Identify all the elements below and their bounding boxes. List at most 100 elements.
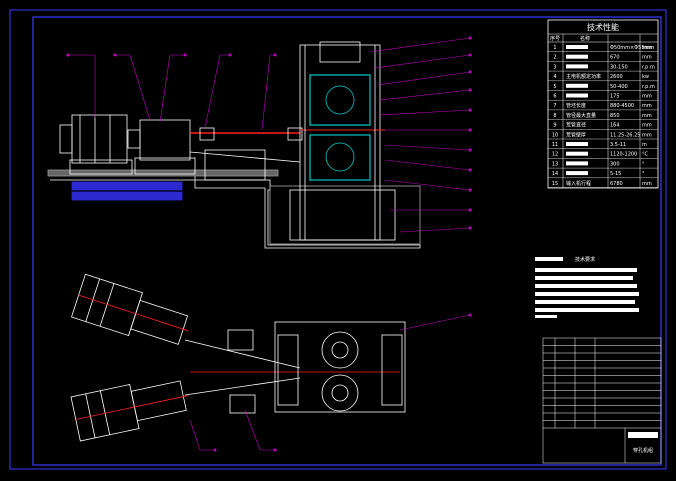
- plan-mill-body: [274, 321, 406, 413]
- spec-row-unit: mm: [642, 113, 652, 119]
- redacted-text: [566, 45, 588, 49]
- spec-row-unit: mm: [642, 45, 652, 51]
- spec-row-name: 荒管直径: [566, 122, 586, 129]
- plan-side-guide-left: [277, 334, 299, 406]
- spec-row-no: 9: [553, 123, 556, 129]
- spec-row-no: 2: [553, 55, 556, 61]
- part-balloon: [273, 53, 277, 57]
- part-balloon: [468, 208, 472, 212]
- title-block: 穿孔机组: [542, 337, 662, 464]
- outer-border: [9, 9, 667, 470]
- elevation-leaders: [68, 37, 471, 233]
- spec-row-value: 6780: [610, 181, 623, 187]
- inner-border: [32, 16, 662, 466]
- lower-roll-chock: [309, 134, 371, 181]
- spec-row-name: 管坯长度: [566, 102, 586, 109]
- spec-row-value: Φ50mm×Φ55mm: [610, 45, 654, 51]
- spec-row-unit: mm: [642, 181, 652, 187]
- spec-row-value: 850: [610, 113, 620, 119]
- coupling-1: [127, 129, 141, 149]
- mill-top: [319, 41, 361, 63]
- part-balloon: [468, 53, 472, 57]
- plan-side-guide-right: [381, 334, 403, 406]
- universal-joint-2: [287, 127, 303, 141]
- gearbox-base: [134, 157, 196, 175]
- spec-row-no: 15: [552, 181, 558, 187]
- part-balloon: [468, 226, 472, 230]
- spec-row-no: 10: [552, 132, 558, 138]
- spec-header-name: 名称: [580, 35, 590, 42]
- plan-spindle-lower: [184, 377, 301, 396]
- mill-stand: [299, 44, 381, 241]
- spec-row-no: 3: [553, 64, 556, 70]
- redacted-text: [566, 54, 588, 59]
- foundation-hatch: [47, 169, 279, 177]
- spec-row-unit: mm: [642, 103, 652, 109]
- spec-row-no: 6: [553, 94, 556, 100]
- spec-row-unit: °: [642, 161, 645, 167]
- spec-row-value: 5-15: [610, 171, 621, 177]
- plan-hydraulic: [227, 329, 254, 351]
- part-balloon: [468, 148, 472, 152]
- spec-row-value: 175: [610, 94, 620, 100]
- part-balloon: [213, 448, 217, 452]
- elevation-view: [47, 41, 421, 249]
- part-balloon: [468, 313, 472, 317]
- spec-row-value: 3.5-11: [610, 142, 626, 148]
- spec-row-unit: mm: [642, 132, 652, 138]
- spec-row-value: 50-400: [610, 84, 628, 90]
- drawing-name: 穿孔机组: [633, 447, 653, 454]
- spec-row-value: 1120-1200: [610, 152, 637, 158]
- plan-roll-lower: [321, 374, 359, 412]
- spec-row-unit: mm: [642, 94, 652, 100]
- redacted-text: [566, 93, 588, 98]
- redacted-text: [566, 64, 588, 69]
- universal-joint-1: [199, 127, 215, 141]
- spec-row-no: 8: [553, 113, 556, 119]
- spec-row-unit: mm: [642, 123, 652, 129]
- base-block: [269, 185, 421, 245]
- plan-motor-lower: [70, 380, 189, 442]
- plan-roll-lower-in: [331, 384, 349, 402]
- stand-base: [289, 189, 396, 241]
- plan-motor-upper: [71, 273, 189, 345]
- spec-row-value: 164: [610, 123, 620, 129]
- base-rail-1: [71, 181, 183, 191]
- spec-row-value: 30-150: [610, 64, 628, 70]
- part-balloon: [468, 36, 472, 40]
- upper-roll-chock: [309, 74, 371, 126]
- part-balloon: [468, 70, 472, 74]
- spec-row-name: 输入机行程: [566, 180, 591, 187]
- part-balloon: [66, 53, 70, 57]
- plan-leaders: [189, 314, 471, 451]
- spec-row-no: 5: [553, 84, 556, 90]
- part-balloon: [468, 88, 472, 92]
- spec-row-unit: kw: [642, 74, 649, 80]
- spec-row-no: 4: [553, 74, 556, 80]
- spec-row-unit: mm: [642, 55, 652, 61]
- part-balloon: [468, 108, 472, 112]
- tech-req-title: 技术要求: [575, 256, 595, 263]
- motor-fan: [59, 124, 73, 154]
- spec-row-value: 670: [610, 55, 620, 61]
- tech-requirements: 技术要求: [535, 256, 639, 318]
- spec-row-value: 880-4500: [610, 103, 634, 109]
- spec-row-no: 1: [553, 45, 556, 51]
- spec-row-no: 13: [552, 161, 558, 167]
- part-balloon: [113, 53, 117, 57]
- spec-row-value: 11.25-26.25: [610, 132, 640, 138]
- motor-base: [69, 159, 133, 175]
- spec-row-no: 14: [552, 171, 558, 177]
- plan-roll-upper: [321, 331, 359, 369]
- spec-row-value: 300: [610, 161, 620, 167]
- plan-hydraulic-2: [229, 394, 256, 414]
- part-balloon: [468, 168, 472, 172]
- spec-row-unit: m: [642, 142, 647, 148]
- spec-row-no: 12: [552, 152, 558, 158]
- plan-spindle-upper: [184, 339, 301, 369]
- part-balloon: [228, 53, 232, 57]
- spec-row-value: 2600: [610, 74, 623, 80]
